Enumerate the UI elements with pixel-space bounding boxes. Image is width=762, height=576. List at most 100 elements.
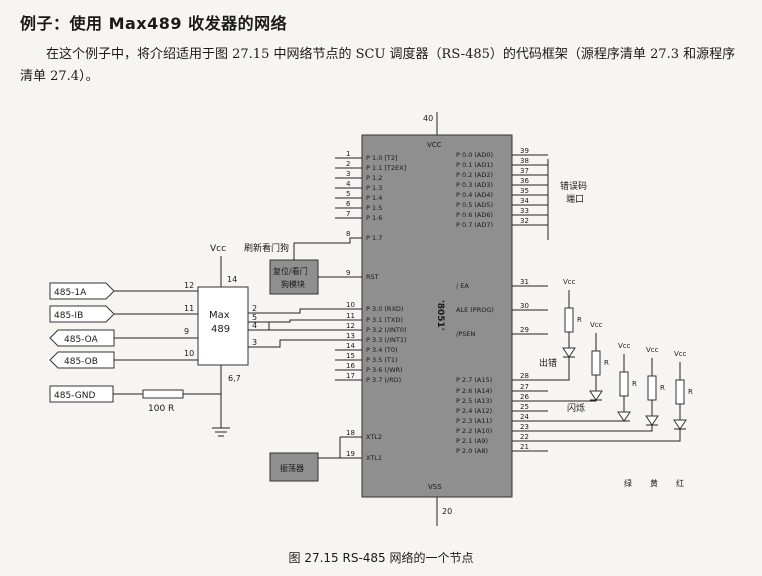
- mcu-pin-label: P 0.5 (AD5): [456, 201, 493, 209]
- watchdog-refresh-label: 刷新看门狗: [244, 242, 289, 254]
- connector-label: 485-OA: [64, 335, 99, 345]
- led-vcc-label: Vcc: [590, 321, 603, 329]
- led-diode: [673, 419, 687, 430]
- led-diode: [617, 411, 631, 422]
- led-vcc-label: Vcc: [563, 278, 576, 286]
- intro-paragraph: 在这个例子中，将介绍适用于图 27.15 中网络节点的 SCU 调度器（RS-4…: [20, 47, 736, 84]
- led-resistor: [675, 379, 685, 405]
- mcu-pin-label: P 2.7 (A15): [456, 376, 492, 384]
- mcu-pin-num: 1: [346, 150, 350, 158]
- resistor-label: R: [660, 384, 665, 392]
- led-diode: [562, 347, 576, 358]
- mcu-pin-label: P 2.0 (A8): [456, 447, 488, 455]
- mcu-pin-num: 5: [346, 190, 350, 198]
- mcu-pin-label: /PSEN: [456, 330, 475, 338]
- mcu-pin-label: P 0.4 (AD4): [456, 191, 493, 199]
- mcu-pin-num: 11: [346, 312, 355, 320]
- mcu-pin-label: P 1.2: [366, 174, 382, 182]
- mcu-pin-label: XTL2: [366, 433, 382, 441]
- mcu-pin-num: 16: [346, 362, 355, 370]
- resistor-label: R: [604, 359, 609, 367]
- mcu-vcc-label: VCC: [427, 141, 442, 149]
- max489-pin-num: 5: [252, 313, 257, 322]
- mcu-pin-label: P 3.1 (TXD): [366, 316, 403, 324]
- error-port-label-2: 端口: [566, 193, 584, 205]
- gnd-resistor-label: 100 R: [148, 404, 174, 414]
- connector-485-1a: [49, 282, 115, 300]
- mcu-pin-label: P 3.2 (/INT0): [366, 326, 407, 334]
- max489-vcc-label: Vcc: [210, 244, 226, 254]
- mcu-pin-num: 32: [520, 217, 529, 225]
- mcu-pin-label: P 2.4 (A12): [456, 407, 492, 415]
- connector-label: 485-1A: [54, 288, 87, 298]
- mcu-vss-label: VSS: [428, 483, 442, 491]
- led-color-yellow: 黄: [650, 478, 658, 488]
- mcu-pin-num: 35: [520, 187, 529, 195]
- mcu-pin-label: P 1.1 [T2EX]: [366, 164, 406, 172]
- max489-name-1: Max: [209, 310, 230, 321]
- mcu-pin-num: 19: [346, 450, 355, 458]
- mcu-pin-label: P 2.6 (A14): [456, 387, 492, 395]
- mcu-pin-label: P 0.3 (AD3): [456, 181, 493, 189]
- mcu-pin-num: 22: [520, 433, 529, 441]
- error-port-label-1: 错误码: [560, 180, 587, 192]
- mcu-pin-label: P 0.2 (AD2): [456, 171, 493, 179]
- mcu-pin-label: P 1.0 [T2]: [366, 154, 398, 162]
- connector-label: 485-IB: [54, 311, 83, 321]
- resistor-label: R: [688, 388, 693, 396]
- mcu-pin-num: 30: [520, 302, 529, 310]
- reset-block-label-2: 狗模块: [281, 279, 305, 289]
- mcu-pin-num: 4: [346, 180, 351, 188]
- mcu-pin-label: P 3.4 (T0): [366, 346, 398, 354]
- mcu-pin-label: RST: [366, 273, 379, 281]
- max489-chip: [197, 286, 249, 366]
- mcu-pin-num: 6: [346, 200, 351, 208]
- connector-label: 485-GND: [54, 391, 95, 401]
- mcu-pin-label: / EA: [456, 282, 469, 290]
- mcu-pin-label: P 3.7 (/RD): [366, 376, 401, 384]
- mcu-pin-num: 23: [520, 423, 529, 431]
- led-error-label: 出错: [539, 357, 557, 369]
- mcu-chip: [361, 134, 513, 498]
- led-color-red: 红: [676, 478, 684, 488]
- led-flash-label: 闪烁: [567, 402, 585, 414]
- mcu-pin-num: 36: [520, 177, 529, 185]
- figure-caption: 图 27.15 RS-485 网络的一个节点: [288, 551, 474, 565]
- max489-pin-num: 3: [252, 338, 257, 347]
- max489-pin-67: 6,7: [228, 374, 241, 383]
- mcu-pin-num: 13: [346, 332, 355, 340]
- mcu-pin-label: P 2.1 (A9): [456, 437, 488, 445]
- mcu-pin-label: P 1.3: [366, 184, 382, 192]
- max489-pin-num: 10: [184, 349, 194, 358]
- led-resistor: [647, 375, 657, 401]
- mcu-pin-label: ALE (PROG): [456, 306, 494, 314]
- gnd-resistor: [142, 389, 184, 399]
- mcu-pin-label: P 0.7 (AD7): [456, 221, 493, 229]
- mcu-pin-num: 9: [346, 269, 350, 277]
- mcu-pin-num: 26: [520, 393, 529, 401]
- led-diode: [645, 415, 659, 426]
- oscillator-block: [269, 452, 319, 482]
- mcu-pin-label: P 1.7: [366, 234, 382, 242]
- mcu-pin-num: 39: [520, 147, 529, 155]
- max489-pin-num: 9: [184, 327, 189, 336]
- reset-block-label-1: 复位/看门: [273, 266, 308, 276]
- mcu-pin-label: P 3.3 (/INT1): [366, 336, 407, 344]
- mcu-pin-num: 25: [520, 403, 529, 411]
- led-color-green: 绿: [624, 479, 632, 488]
- mcu-pin-label: P 3.0 (RXD): [366, 305, 403, 313]
- mcu-chip-name: '8051': [435, 300, 445, 331]
- mcu-pin-num: 31: [520, 278, 529, 286]
- led-resistor: [564, 307, 574, 333]
- section-heading: 例子：使用 Max489 收发器的网络: [20, 14, 288, 33]
- mcu-pin-num: 10: [346, 301, 355, 309]
- mcu-pin-label: P 2.2 (A10): [456, 427, 492, 435]
- mcu-pin-num: 34: [520, 197, 529, 205]
- mcu-pin-num: 29: [520, 326, 529, 334]
- mcu-pin-num: 27: [520, 383, 529, 391]
- mcu-pin-num: 38: [520, 157, 529, 165]
- mcu-pin-num: 37: [520, 167, 529, 175]
- mcu-pin-label: P 1.5: [366, 204, 382, 212]
- led-vcc-label: Vcc: [674, 350, 687, 358]
